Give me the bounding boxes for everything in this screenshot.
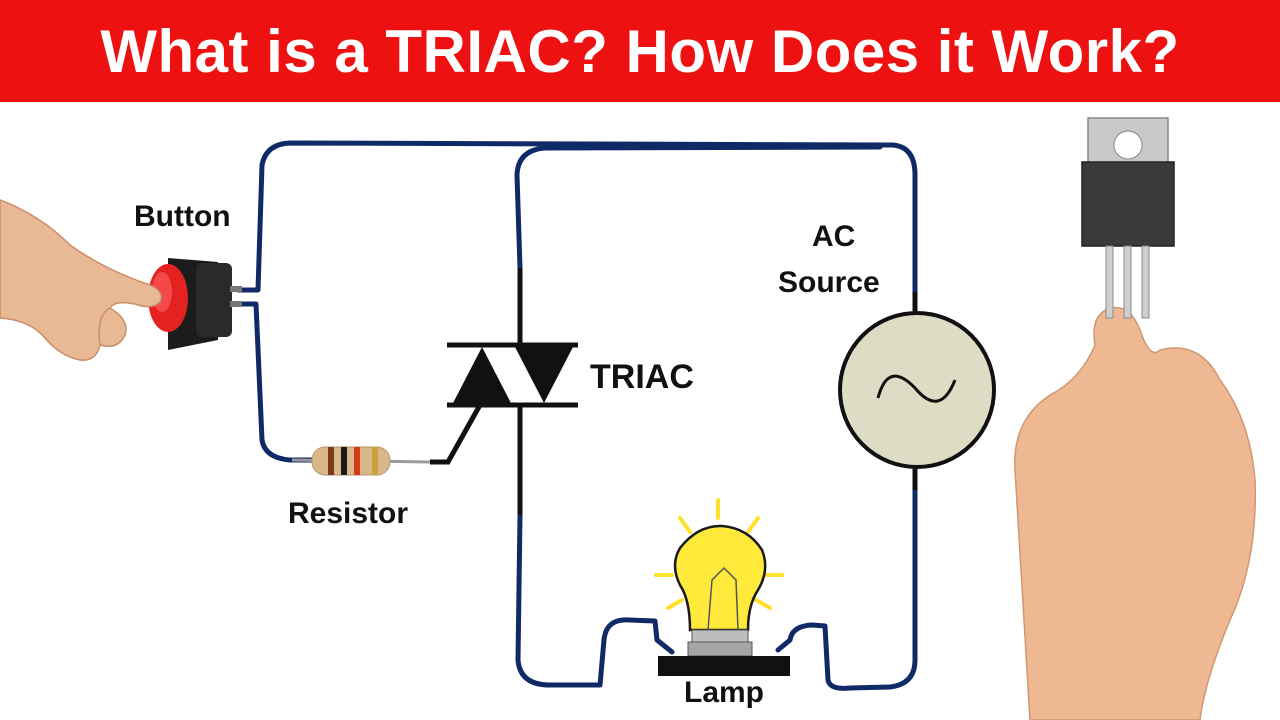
ac-source-icon	[838, 292, 996, 490]
circuit-wires	[235, 140, 918, 691]
resistor-label: Resistor	[288, 497, 409, 530]
triac-label: TRIAC	[590, 358, 694, 396]
lamp-label: Lamp	[684, 676, 765, 709]
button-label: Button	[134, 200, 231, 233]
triac-symbol-icon	[430, 268, 578, 515]
title-banner: What is a TRIAC? How Does it Work?	[0, 0, 1280, 102]
light-bulb-icon	[654, 498, 790, 676]
pointing-hand-icon	[0, 199, 162, 361]
page-title: What is a TRIAC? How Does it Work?	[100, 17, 1180, 85]
ac-source-label-line1: AC	[812, 220, 856, 253]
triac-component-hand-icon	[1014, 117, 1257, 720]
resistor-icon	[291, 446, 431, 476]
ac-source-label-line2: Source	[778, 266, 880, 299]
push-button-icon	[148, 258, 242, 350]
